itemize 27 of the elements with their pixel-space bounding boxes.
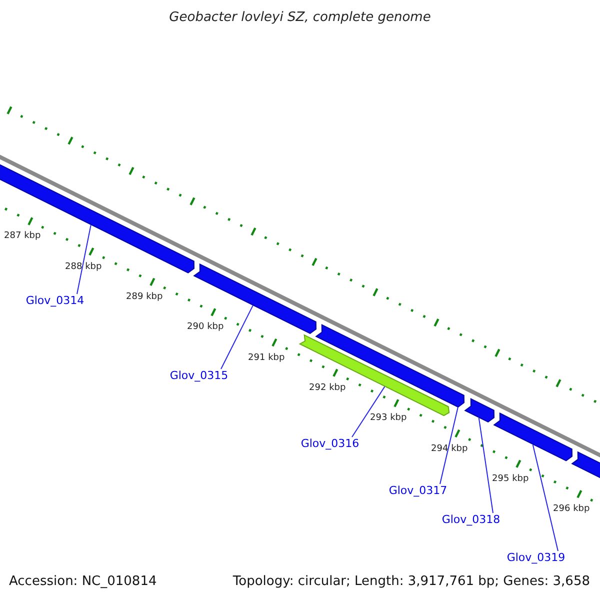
leader-line [220, 305, 254, 370]
gene-label: Glov_0314 [26, 294, 84, 308]
position-label: 288 kbp [65, 262, 102, 273]
leader-line [532, 444, 558, 552]
accession-text: Accession: NC_010814 [9, 574, 157, 589]
genome-info-text: Topology: circular; Length: 3,917,761 bp; Genes: 3,658 [232, 574, 590, 589]
position-label: 295 kbp [492, 474, 529, 485]
leader-line [478, 417, 494, 514]
leader-line [76, 224, 92, 294]
gene-label: Glov_0315 [170, 370, 228, 382]
position-label: 290 kbp [187, 323, 224, 334]
position-label: 287 kbp [4, 232, 41, 242]
leader-line [352, 386, 386, 438]
diagram-title: Geobacter lovleyi SZ, complete genome [169, 10, 431, 26]
position-label: 291 kbp [248, 354, 285, 364]
gene-label: Glov_0318 [442, 514, 500, 526]
position-label: 294 kbp [431, 444, 468, 455]
gene-label: Glov_0316 [300, 438, 360, 450]
position-label: 293 kbp [370, 414, 407, 424]
gene-bar [493, 412, 572, 462]
position-label: 289 kbp [126, 293, 163, 303]
leader-line [440, 406, 458, 484]
position-label: 292 kbp [309, 384, 346, 394]
gene-bar [464, 398, 494, 422]
gene-label: Glov_0317 [388, 484, 448, 498]
position-label: 296 kbp [553, 505, 590, 516]
gene-label: Glov_0319 [506, 552, 566, 564]
